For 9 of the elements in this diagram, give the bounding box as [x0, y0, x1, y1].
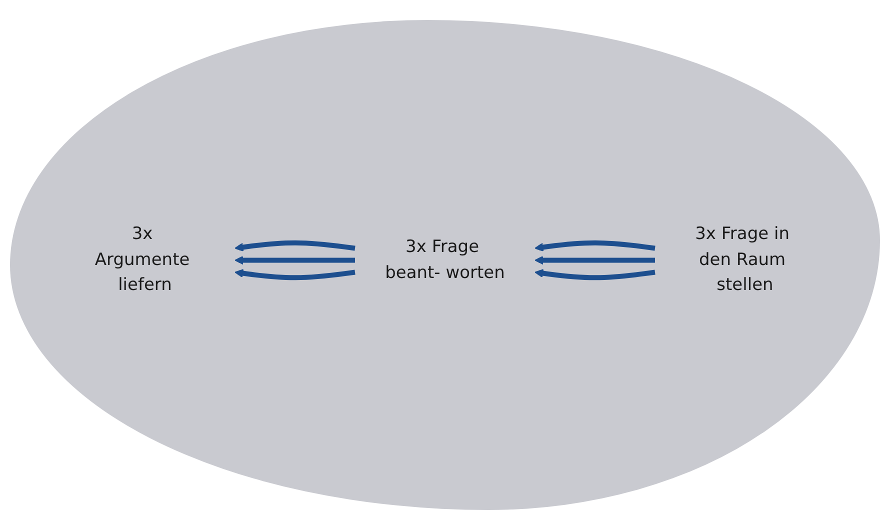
arrow: [534, 240, 656, 252]
arrow: [534, 256, 655, 264]
arrow: [234, 268, 356, 280]
arrow: [234, 256, 355, 264]
node-text: 3x Argumente liefern: [94, 224, 190, 295]
node-text: 3x Frage in den Raum stellen: [695, 224, 790, 295]
arrow: [534, 268, 656, 280]
node-text: 3x Frage beant- worten: [385, 236, 505, 282]
arrow: [234, 240, 356, 252]
